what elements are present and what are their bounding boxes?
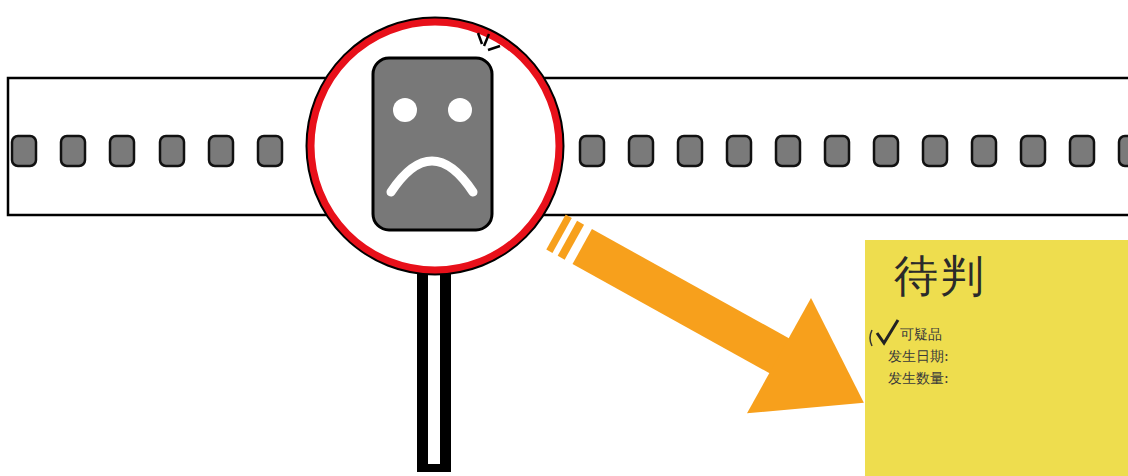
- component: [629, 136, 653, 166]
- tag-text-area: 待判可疑品发生日期:发生数量:: [880, 250, 1128, 470]
- component: [825, 136, 849, 166]
- tape-components: [12, 136, 1128, 166]
- component: [727, 136, 751, 166]
- component: [776, 136, 800, 166]
- component: [110, 136, 134, 166]
- tag-title: 待判: [894, 250, 986, 302]
- magnifier-handle: [417, 268, 451, 472]
- component: [1021, 136, 1045, 166]
- component: [678, 136, 702, 166]
- tag-field: 发生数量:: [888, 368, 949, 388]
- component: [61, 136, 85, 166]
- tag-field: 可疑品: [900, 324, 942, 344]
- handle-stripe: [428, 272, 440, 464]
- component: [209, 136, 233, 166]
- sparkle-marks: [478, 33, 500, 50]
- magnifier-rim: [311, 22, 559, 270]
- sparkle-line: [478, 33, 482, 44]
- component: [1070, 136, 1094, 166]
- component: [580, 136, 604, 166]
- component: [160, 136, 184, 166]
- check-mark: [877, 320, 898, 343]
- carrier-tape: [8, 78, 1128, 215]
- component: [12, 136, 36, 166]
- component: [972, 136, 996, 166]
- magnifier-lens: [311, 22, 559, 270]
- component: [923, 136, 947, 166]
- face-frown: [391, 161, 473, 192]
- reject-tag: [865, 240, 1128, 476]
- tag-bracket: [870, 330, 872, 346]
- sparkle-line: [488, 46, 500, 50]
- arrow-shaft: [573, 229, 802, 380]
- face-eye: [448, 98, 472, 122]
- component: [258, 136, 282, 166]
- component: [1119, 136, 1128, 166]
- defective-component: [373, 58, 492, 230]
- tag-field: 发生日期:: [888, 346, 949, 366]
- face-eye: [393, 98, 417, 122]
- sparkle-line: [484, 34, 489, 46]
- component: [874, 136, 898, 166]
- pointer-arrow: [524, 174, 896, 460]
